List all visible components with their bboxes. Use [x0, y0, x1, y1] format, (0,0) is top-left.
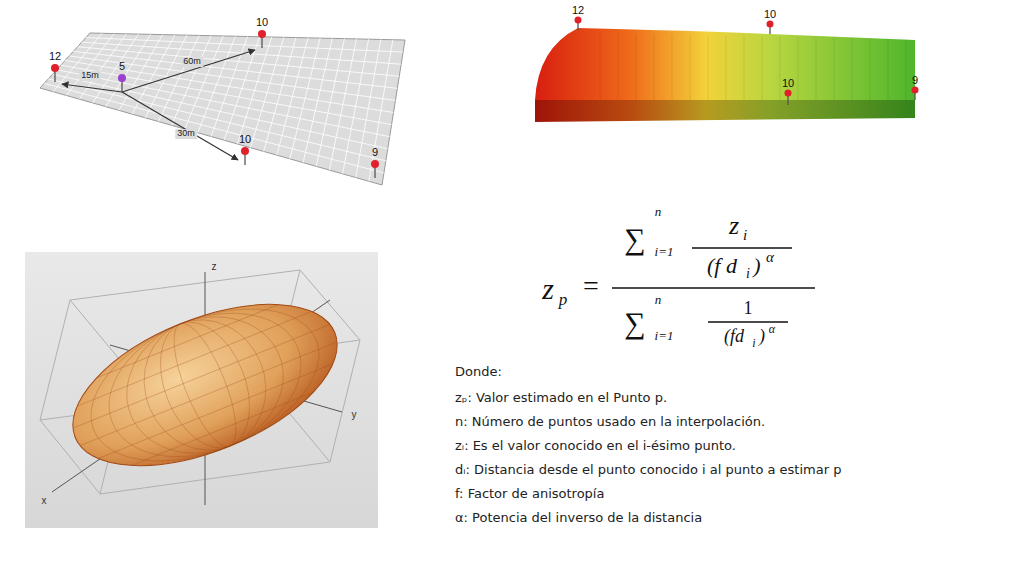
formula-part: n	[655, 205, 662, 219]
formula-part: )	[753, 254, 760, 278]
surface-pins	[575, 17, 919, 106]
mesh-line	[58, 289, 318, 394]
sample-pins	[51, 30, 379, 178]
grid-line	[57, 70, 390, 137]
formula-part: α	[766, 249, 774, 266]
pin-value: 5	[119, 60, 125, 72]
formula-part: p	[559, 291, 568, 310]
surface-cell	[870, 38, 871, 100]
surface-cell	[816, 37, 817, 100]
surface-cell	[708, 35, 709, 100]
definition-line: dᵢ: Distancia desde el punto conocido i …	[455, 463, 841, 477]
grid-line	[69, 56, 395, 101]
surface-cell	[780, 37, 781, 100]
formula-part: α	[769, 323, 775, 336]
pin-value: 10	[764, 8, 776, 20]
pin-value: 12	[49, 50, 61, 62]
grid-line	[53, 74, 388, 149]
mesh-line	[162, 316, 249, 453]
formula-part: i=1	[655, 245, 674, 259]
formula-part: i	[743, 227, 747, 244]
surface-cell	[798, 37, 799, 100]
definition-line: zᵢ: Es el valor conocido en el i-ésimo p…	[455, 439, 736, 453]
formula-part: ∑	[624, 306, 645, 339]
pin-value: 10	[782, 77, 794, 89]
formula-part: (f d	[707, 254, 737, 278]
distance-arrows	[62, 50, 255, 160]
formula-part: z	[729, 212, 739, 241]
definition-line: zₚ: Valor estimado en el Punto p.	[455, 391, 667, 405]
mesh-line	[86, 359, 346, 464]
grid-line	[44, 83, 384, 173]
surface-cell	[654, 34, 655, 100]
pin-value: 10	[256, 16, 268, 28]
surface-cell	[888, 39, 889, 100]
formula-part: ∑	[624, 222, 645, 255]
legend-heading: Donde:	[455, 365, 502, 379]
formula-part: z	[542, 272, 554, 305]
interpolated-surface	[535, 28, 915, 122]
surface-cell	[636, 34, 637, 100]
axis-label: x	[42, 495, 47, 506]
surface-cell	[726, 36, 727, 100]
surface-cell	[906, 39, 907, 100]
formula-part: n	[655, 293, 662, 307]
formula-part: 1	[744, 299, 753, 319]
mesh-line	[106, 294, 304, 476]
surface-cell	[690, 35, 691, 100]
axis-label: y	[352, 409, 357, 420]
formula-part: =	[583, 271, 599, 302]
surface-cell	[744, 36, 745, 100]
definition-line: n: Número de puntos usado en la interpol…	[455, 415, 765, 429]
grid-line	[61, 65, 392, 125]
surface-cell	[618, 33, 619, 100]
definition-line: α: Potencia del inverso de la distancia	[455, 511, 702, 525]
distance-label: 15m	[79, 71, 101, 81]
formula-part: i=1	[655, 329, 674, 343]
grid-line	[48, 79, 386, 161]
mesh-line	[143, 309, 267, 461]
grid-line	[86, 38, 403, 53]
mesh-line	[65, 306, 325, 411]
pin-value: 10	[239, 133, 251, 145]
axis-label: z	[212, 261, 217, 272]
distance-label: 30m	[175, 129, 197, 139]
surface-cell	[600, 33, 601, 100]
grid-plane	[40, 33, 405, 185]
surface-cell	[762, 36, 763, 100]
grid-line	[82, 42, 402, 64]
ellipsoid-panel	[25, 252, 378, 528]
formula-part: (fd	[724, 327, 744, 347]
mesh-line	[69, 279, 341, 491]
mesh-line	[72, 324, 332, 429]
surface-cell	[834, 38, 835, 100]
mesh-line	[125, 301, 286, 468]
mesh-line	[88, 286, 323, 483]
formula-part: )	[759, 327, 765, 347]
formula-part: i	[746, 266, 750, 281]
grid-line	[78, 47, 400, 77]
formula-part: i	[752, 337, 755, 350]
surface-cell	[852, 38, 853, 100]
mesh-line	[93, 376, 353, 481]
pin-value: 9	[372, 146, 378, 158]
surface-cell	[672, 34, 673, 100]
distance-label: 60m	[181, 57, 203, 67]
mesh-line	[79, 341, 339, 446]
pin-value: 12	[572, 4, 584, 16]
pin-value: 9	[912, 74, 918, 86]
definition-line: f: Factor de anisotropía	[455, 487, 604, 501]
